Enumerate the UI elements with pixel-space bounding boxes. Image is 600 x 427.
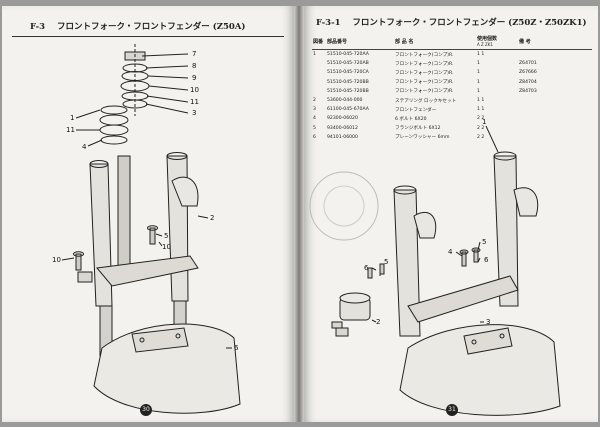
- cell-qty: 1: [477, 79, 480, 85]
- table-row: 4 92300-06020 6 ボルト 6X20 2 2: [312, 114, 592, 123]
- cell-part-no: 92300-06020: [327, 116, 358, 122]
- cell-ref: 2: [313, 98, 316, 104]
- right-callout-8: 3: [486, 318, 491, 326]
- table-row: 6 94101-06000 プレーンワッシャー 6mm 2 2: [312, 133, 592, 142]
- col-header-qty-label: 使用個数: [477, 36, 498, 42]
- left-page-number: 30: [140, 404, 152, 416]
- cell-qty: 1 1: [477, 98, 485, 104]
- cell-ref: 4: [313, 116, 316, 122]
- cell-part-no: 94101-06000: [327, 134, 358, 140]
- cell-name: フロントフォーク(コンプ)R.: [395, 89, 454, 95]
- table-row: 5 93400-06012 フランジボルト 6X12 2 2: [312, 124, 592, 133]
- table-row: 51510-045-720CA フロントフォーク(コンプ)R. 1 Z67666: [312, 68, 592, 77]
- col-header-part-no: 部品番号: [326, 34, 394, 50]
- left-callout-4: 10: [190, 86, 199, 94]
- cell-remarks: Z84703: [519, 88, 537, 94]
- left-header-rule: [12, 36, 284, 37]
- left-header: F-3 フロントフォーク・フロントフェンダー (Z50A): [30, 20, 245, 32]
- table-row: 51510-045-720BB フロントフォーク(コンプ)R. 1 Z84703: [312, 87, 592, 96]
- col-header-qty-sub: A Z ZK1: [477, 42, 493, 47]
- cell-qty: 2 2: [477, 125, 485, 131]
- left-page: F-3 フロントフォーク・フロントフェンダー (Z50A): [2, 6, 294, 422]
- cell-part-no: 93400-06012: [327, 125, 358, 131]
- cell-remarks: Z84704: [519, 79, 537, 85]
- cell-part-no: 51510-045-720CA: [327, 70, 369, 76]
- cell-ref: 6: [313, 134, 316, 140]
- col-header-name: 部 品 名: [394, 34, 476, 50]
- cell-qty: 1 1: [477, 52, 485, 58]
- left-callout-7: 1: [70, 114, 75, 122]
- left-header-title: フロントフォーク・フロントフェンダー (Z50A): [56, 22, 246, 32]
- table-row: 3 61100-045-670AA フロントフェンダー 1 1: [312, 105, 592, 114]
- right-callout-1: 1: [482, 118, 487, 126]
- right-exploded-diagram: [309, 125, 561, 416]
- right-callout-3: 5: [482, 238, 487, 246]
- cell-part-no: 53600-044-000: [327, 98, 363, 104]
- right-header-title: フロントフォーク・フロントフェンダー (Z50Z・Z50ZK1): [352, 18, 587, 28]
- table-row: 51510-045-720AB フロントフォーク(コンプ)R. 1 Z64701: [312, 59, 592, 68]
- right-callout-6: 5: [384, 258, 389, 266]
- cell-part-no: 61100-045-670AA: [327, 107, 369, 113]
- cell-part-no: 51510-045-720AB: [327, 61, 369, 67]
- left-callout-14: 6: [234, 344, 239, 352]
- left-callout-5: 11: [190, 98, 199, 106]
- col-header-qty: 使用個数 A Z ZK1: [476, 34, 518, 50]
- cell-name: プレーンワッシャー 6mm: [395, 135, 450, 141]
- left-callout-3: 9: [192, 74, 197, 82]
- left-callout-2: 8: [192, 62, 197, 70]
- cell-qty: 1: [477, 61, 480, 67]
- cell-qty: 2 2: [477, 134, 485, 140]
- right-callout-4: 6: [484, 256, 489, 264]
- left-callout-9: 4: [82, 143, 87, 151]
- cell-name: フロントフォーク(コンプ)R.: [395, 61, 454, 67]
- right-header-code: F-3-1: [316, 18, 341, 28]
- parts-table-header-row: 図番 部品番号 部 品 名 使用個数 A Z ZK1 備 考: [312, 34, 592, 50]
- left-header-code: F-3: [30, 22, 46, 32]
- cell-qty: 1: [477, 70, 480, 76]
- right-callout-2: 4: [448, 248, 453, 256]
- left-callout-13: 10: [52, 256, 61, 264]
- table-row: 2 53600-044-000 ステアリング ロックキセット 1 1: [312, 96, 592, 105]
- parts-table: 図番 部品番号 部 品 名 使用個数 A Z ZK1 備 考 1 51510-0…: [312, 34, 592, 142]
- cell-qty: 2 2: [477, 116, 485, 122]
- table-row: 51510-045-720BB フロントフォーク(コンプ)R. 1 Z84704: [312, 78, 592, 87]
- cell-ref: 3: [313, 107, 316, 113]
- right-callout-7: 2: [376, 318, 381, 326]
- col-header-ref: 図番: [312, 34, 326, 50]
- left-callout-8: 11: [66, 126, 75, 134]
- col-header-remarks: 備 考: [518, 34, 592, 50]
- cell-ref: 1: [313, 52, 316, 58]
- right-page: F-3-1 フロントフォーク・フロントフェンダー (Z50Z・Z50ZK1) 図…: [304, 6, 598, 422]
- left-callout-10: 2: [210, 214, 215, 222]
- cell-qty: 1 1: [477, 107, 485, 113]
- left-exploded-diagram: [61, 44, 241, 414]
- left-callout-12: 10: [162, 243, 171, 251]
- cell-name: ステアリング ロックキセット: [395, 98, 457, 104]
- right-page-number: 31: [446, 404, 458, 416]
- cell-ref: 5: [313, 125, 316, 131]
- left-callout-1: 7: [192, 50, 197, 58]
- cell-part-no: 51510-045-720AA: [327, 52, 369, 58]
- cell-remarks: Z64701: [519, 61, 537, 67]
- left-callout-6: 3: [192, 109, 197, 117]
- left-callout-11: 5: [164, 232, 169, 240]
- book-gutter: [294, 6, 304, 422]
- cell-name: フロントフォーク(コンプ)R.: [395, 80, 454, 86]
- cell-name: フランジボルト 6X12: [395, 126, 441, 132]
- table-row: 1 51510-045-720AA フロントフォーク(コンプ)R. 1 1: [312, 50, 592, 60]
- right-header: F-3-1 フロントフォーク・フロントフェンダー (Z50Z・Z50ZK1): [316, 16, 587, 28]
- right-callout-5: 6: [364, 264, 369, 272]
- cell-name: フロントフォーク(コンプ)R.: [395, 52, 454, 58]
- cell-part-no: 51510-045-720BB: [327, 79, 369, 85]
- cell-name: フロントフォーク(コンプ)R.: [395, 70, 454, 76]
- cell-qty: 1: [477, 88, 480, 94]
- cell-name: フロントフェンダー: [395, 107, 437, 113]
- cell-name: 6 ボルト 6X20: [395, 116, 427, 122]
- cell-remarks: Z67666: [519, 70, 537, 76]
- cell-part-no: 51510-045-720BB: [327, 88, 369, 94]
